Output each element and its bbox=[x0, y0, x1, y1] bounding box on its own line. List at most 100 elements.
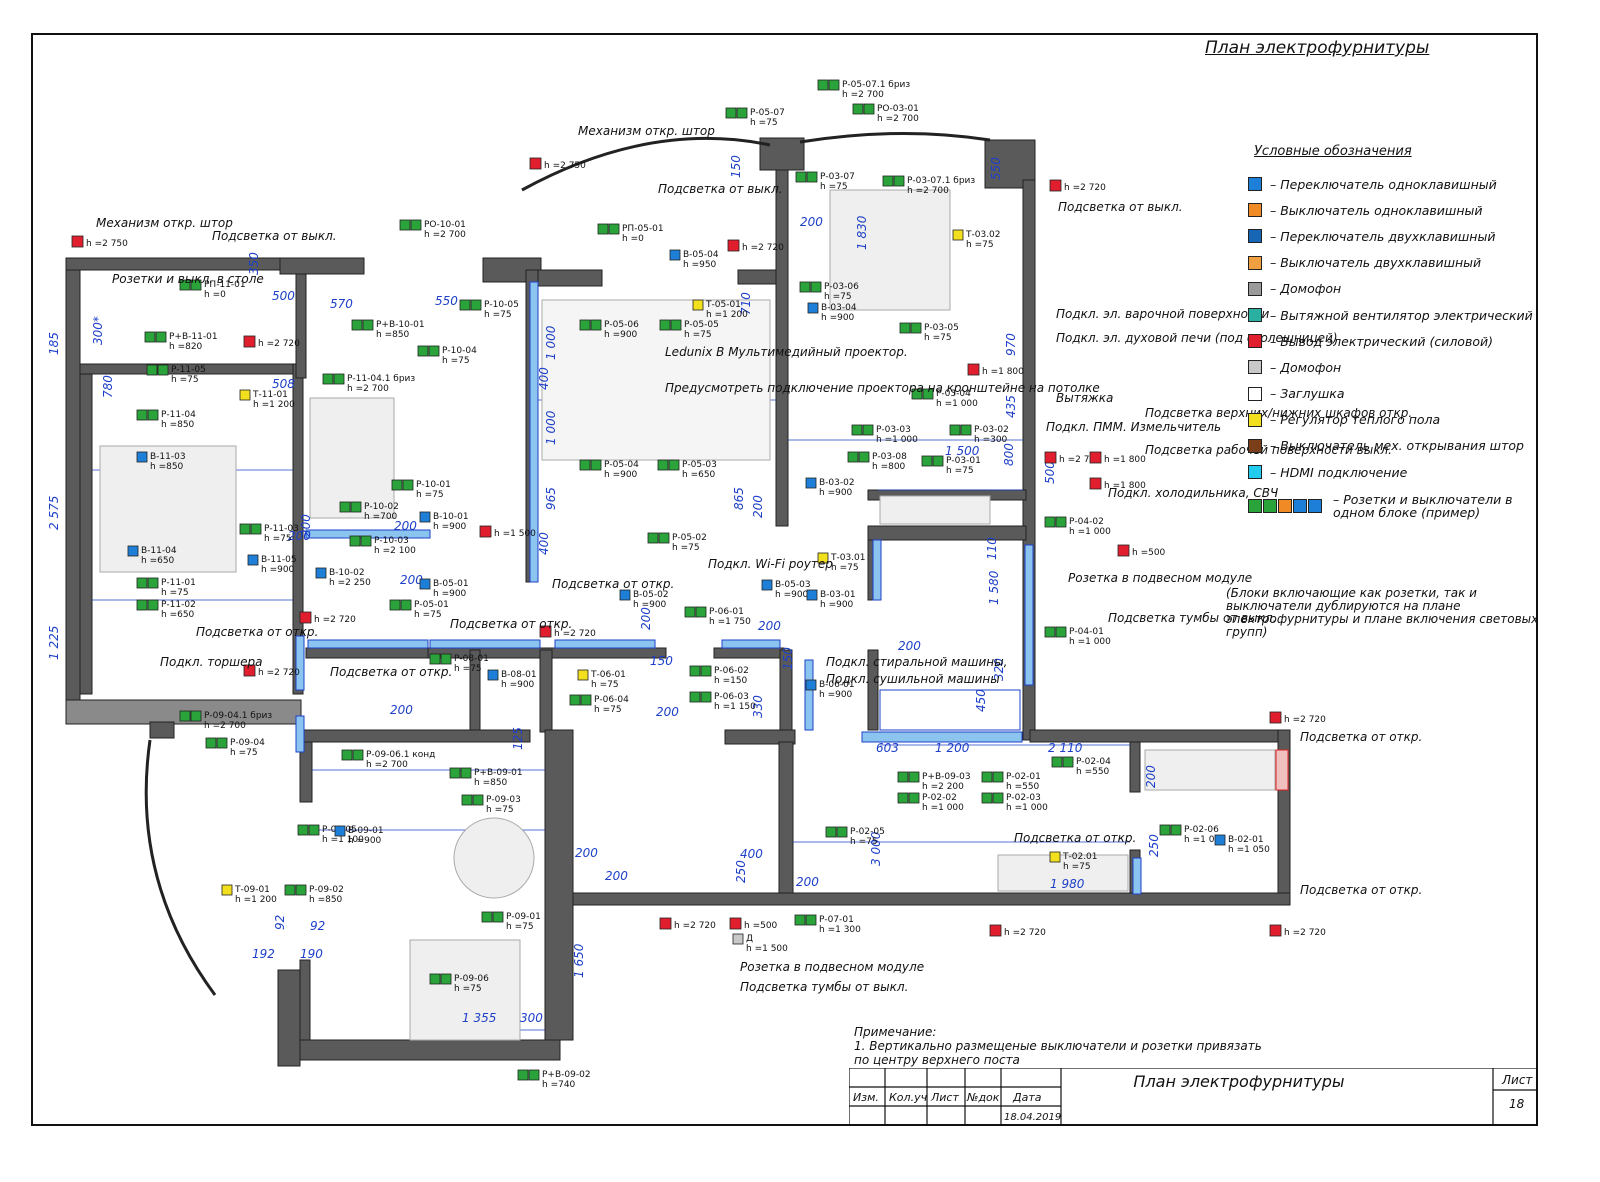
device-marker: Т-02.01h =75 bbox=[1049, 851, 1098, 872]
wall bbox=[759, 137, 805, 171]
device-socket-icon bbox=[517, 1069, 529, 1081]
dimension-label: 1 355 bbox=[462, 1011, 496, 1025]
dimension-label: 200 bbox=[800, 215, 823, 229]
title-block-col: Лист bbox=[930, 1091, 959, 1104]
device-socket-icon bbox=[863, 103, 875, 115]
device-socket-icon bbox=[487, 669, 499, 681]
device-marker: Т-03.01h =75 bbox=[817, 552, 866, 573]
title-block-sheet-label: Лист bbox=[1501, 1073, 1533, 1087]
wall bbox=[539, 649, 553, 733]
device-height: h =75 bbox=[454, 984, 482, 994]
device-socket-icon bbox=[960, 424, 972, 436]
device-socket-icon bbox=[851, 424, 863, 436]
device-id: Р-11-01 bbox=[161, 578, 196, 588]
device-marker: РО-03-01h =2 700 bbox=[852, 103, 919, 124]
device-marker: Р-11-05h =75 bbox=[146, 364, 206, 385]
device-height: h =900 bbox=[633, 600, 667, 610]
device-socket-icon bbox=[897, 771, 909, 783]
dimension-label: 200 bbox=[639, 607, 653, 630]
dimension-label: 400 bbox=[537, 367, 551, 390]
device-socket-icon bbox=[658, 532, 670, 544]
power-outlet-marker: h =1 800 bbox=[1089, 451, 1146, 465]
device-id: Р-02-01 bbox=[1006, 772, 1041, 782]
device-socket-icon bbox=[910, 322, 922, 334]
device-marker: Р-09-01h =75 bbox=[481, 911, 541, 932]
device-height: h =1 200 bbox=[706, 310, 748, 320]
legend-item: – Домофон bbox=[1248, 354, 1548, 380]
device-marker: Р-05-04h =900 bbox=[579, 459, 639, 480]
dimension-label: 500 bbox=[272, 289, 295, 303]
device-socket-icon bbox=[402, 479, 414, 491]
wall bbox=[429, 639, 541, 649]
device-socket-icon bbox=[899, 322, 911, 334]
device-id: Т-03.02 bbox=[965, 230, 1001, 240]
wall bbox=[99, 445, 237, 573]
device-socket-icon bbox=[391, 479, 403, 491]
device-socket-icon bbox=[1159, 824, 1171, 836]
legend-item-label: – Домофон bbox=[1270, 281, 1342, 297]
device-socket-icon bbox=[440, 973, 452, 985]
device-marker: В-05-03h =900 bbox=[761, 579, 811, 600]
device-marker: Р-08-01h =75 bbox=[429, 653, 489, 674]
device-marker: Р-11-01h =75 bbox=[136, 577, 196, 598]
dimension-label: 965 bbox=[544, 487, 558, 510]
dimension-label: 400 bbox=[537, 532, 551, 555]
device-height: h =650 bbox=[682, 470, 716, 480]
device-height: h =900 bbox=[819, 690, 853, 700]
device-socket-icon bbox=[932, 455, 944, 467]
device-height: h =2 700 bbox=[877, 114, 919, 124]
wall bbox=[537, 269, 603, 287]
note-heading: Примечание: bbox=[854, 1025, 937, 1039]
dimension-label: 200 bbox=[898, 639, 921, 653]
legend-swatch-icon bbox=[1248, 281, 1262, 296]
device-id: Т-05-01 bbox=[705, 300, 741, 310]
device-marker: Т-03.02h =75 bbox=[952, 229, 1001, 250]
device-socket-icon bbox=[657, 459, 669, 471]
dimension-label: 450 bbox=[974, 689, 988, 712]
device-id: Р-05-07 bbox=[750, 108, 785, 118]
device-marker: Р-06-01h =1 750 bbox=[684, 606, 751, 627]
annotation-label: Подсветка от откр. bbox=[552, 577, 674, 591]
device-socket-icon bbox=[852, 103, 864, 115]
device-marker: В-05-04h =950 bbox=[669, 249, 719, 270]
device-marker: Р-05-06h =900 bbox=[579, 319, 639, 340]
power-outlet-height: h =1 800 bbox=[1104, 481, 1146, 491]
device-height: h =900 bbox=[604, 470, 638, 480]
device-socket-icon bbox=[608, 223, 620, 235]
device-socket-icon bbox=[146, 364, 158, 376]
device-socket-icon bbox=[349, 535, 361, 547]
device-id: Р-11-04.1 бриз bbox=[347, 374, 415, 384]
title-block: План электрофурнитуры Изм. Кол.уч Лист №… bbox=[849, 1068, 1538, 1126]
device-id: В-10-01 bbox=[433, 512, 469, 522]
power-outlet-icon bbox=[1117, 544, 1130, 557]
power-outlet-icon bbox=[659, 917, 672, 930]
dimension-label: 710 bbox=[739, 292, 753, 315]
device-socket-icon bbox=[911, 388, 923, 400]
device-socket-icon bbox=[216, 737, 228, 749]
device-socket-icon bbox=[284, 884, 296, 896]
device-socket-icon bbox=[847, 451, 859, 463]
device-socket-icon bbox=[449, 767, 461, 779]
note-line: по центру верхнего поста bbox=[854, 1053, 1020, 1067]
power-outlet-marker: h =2 720 bbox=[989, 924, 1046, 938]
dimension-label: 1 000 bbox=[544, 410, 558, 445]
device-socket-icon bbox=[190, 279, 202, 291]
device-socket-icon bbox=[250, 523, 262, 535]
device-id: В-05-01 bbox=[433, 579, 469, 589]
device-id: Р-02-03 bbox=[1006, 793, 1041, 803]
annotation-label: Подкл. стиральной машины, bbox=[826, 655, 1007, 669]
device-height: h =75 bbox=[924, 333, 952, 343]
device-id: Р-06-02 bbox=[714, 666, 749, 676]
power-outlet-height: h =2 720 bbox=[258, 339, 300, 349]
dimension-label: 550 bbox=[435, 294, 458, 308]
device-socket-icon bbox=[1055, 516, 1067, 528]
device-socket-icon bbox=[807, 302, 819, 314]
legend-swatch-icon bbox=[1248, 412, 1262, 427]
device-id: Р-05-07.1 бриз bbox=[842, 80, 910, 90]
title-block-col: Кол.уч bbox=[889, 1091, 928, 1104]
device-socket-icon bbox=[247, 554, 259, 566]
device-height: h =2 700 bbox=[842, 90, 884, 100]
device-id: Р-03-07.1 бриз bbox=[907, 176, 975, 186]
device-marker: В-03-04h =900 bbox=[807, 302, 857, 323]
device-id: В-09-01 bbox=[348, 826, 384, 836]
